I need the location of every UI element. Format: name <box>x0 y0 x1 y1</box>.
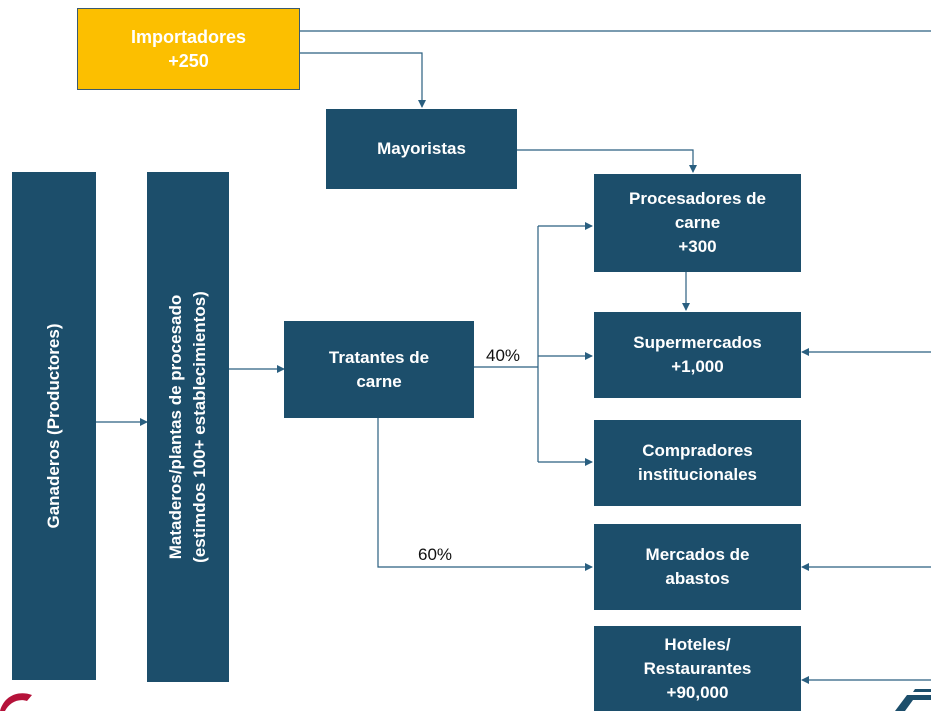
node-procesadores-line2: carne <box>674 213 721 232</box>
node-compradores-line1: Compradores <box>642 441 753 460</box>
node-compradores: Compradores institucionales <box>594 420 801 506</box>
arrow-importadores-mayoristas <box>300 52 426 108</box>
node-supermercados-line2: +1,000 <box>671 357 724 376</box>
node-ganaderos: Ganaderos (Productores) <box>12 172 96 680</box>
node-tratantes-line1: Tratantes de <box>328 347 430 367</box>
logo-left <box>0 693 32 711</box>
node-procesadores: Procesadores de carne +300 <box>594 174 801 272</box>
node-tratantes: Tratantes de carne <box>284 321 474 418</box>
node-importadores-line2: +250 <box>168 51 209 71</box>
node-procesadores-line3: +300 <box>678 237 717 256</box>
node-mercados: Mercados de abastos <box>594 524 801 610</box>
node-mercados-line1: Mercados de <box>645 545 750 564</box>
node-mercados-line2: abastos <box>665 569 730 588</box>
node-hoteles-line1: Hoteles/ <box>664 634 731 654</box>
node-mayoristas: Mayoristas <box>326 109 517 189</box>
node-mataderos-line1: Mataderos/plantas de procesado <box>166 294 185 560</box>
node-ganaderos-label: Ganaderos (Productores) <box>44 323 63 529</box>
node-mataderos: Mataderos/plantas de procesado (estimdos… <box>147 172 229 682</box>
arrow-mayoristas-procesadores <box>517 149 697 173</box>
node-mataderos-label: Mataderos/plantas de procesado (estimdos… <box>164 291 212 563</box>
node-hoteles-line3: +90,000 <box>666 682 729 702</box>
node-compradores-line2: institucionales <box>637 465 758 484</box>
node-mayoristas-line1: Mayoristas <box>377 139 466 158</box>
node-importadores: Importadores +250 <box>77 8 300 90</box>
node-supermercados: Supermercados +1,000 <box>594 312 801 398</box>
pct-60-label: 60% <box>418 545 453 564</box>
node-mataderos-line2: (estimdos 100+ establecimientos) <box>190 291 209 563</box>
node-importadores-line1: Importadores <box>130 27 247 47</box>
node-tratantes-line2: carne <box>356 371 402 391</box>
arrow-tratantes-mercados <box>377 418 593 571</box>
node-hoteles: Hoteles/ Restaurantes +90,000 <box>594 626 801 711</box>
pct-40-label: 40% <box>486 346 521 365</box>
logo-right <box>895 689 931 711</box>
node-hoteles-line2: Restaurantes <box>643 658 752 678</box>
node-supermercados-line1: Supermercados <box>633 333 762 352</box>
node-procesadores-line1: Procesadores de <box>628 189 766 208</box>
